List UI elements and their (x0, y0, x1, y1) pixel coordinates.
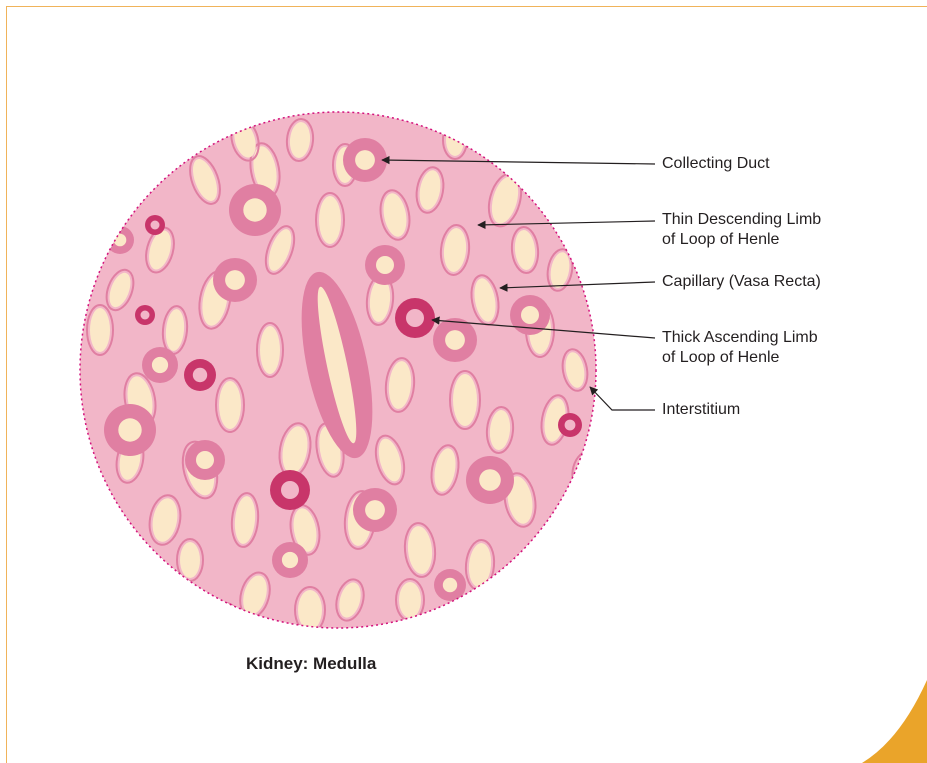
label-collecting-duct: Collecting Duct (662, 154, 770, 174)
label-thin-descending-limb-line1: Thin Descending Limb (662, 210, 821, 230)
leader-interstitium (590, 387, 655, 410)
label-thick-ascending-limb-line2: of Loop of Henle (662, 348, 779, 368)
label-thick-ascending-limb-line1: Thick Ascending Limb (662, 328, 818, 348)
corner-accent (862, 680, 927, 763)
figure-caption: Kidney: Medulla (246, 654, 376, 674)
label-interstitium: Interstitium (662, 400, 740, 420)
label-capillary: Capillary (Vasa Recta) (662, 272, 821, 292)
tissue-section (80, 112, 602, 639)
label-thin-descending-limb-line2: of Loop of Henle (662, 230, 779, 250)
